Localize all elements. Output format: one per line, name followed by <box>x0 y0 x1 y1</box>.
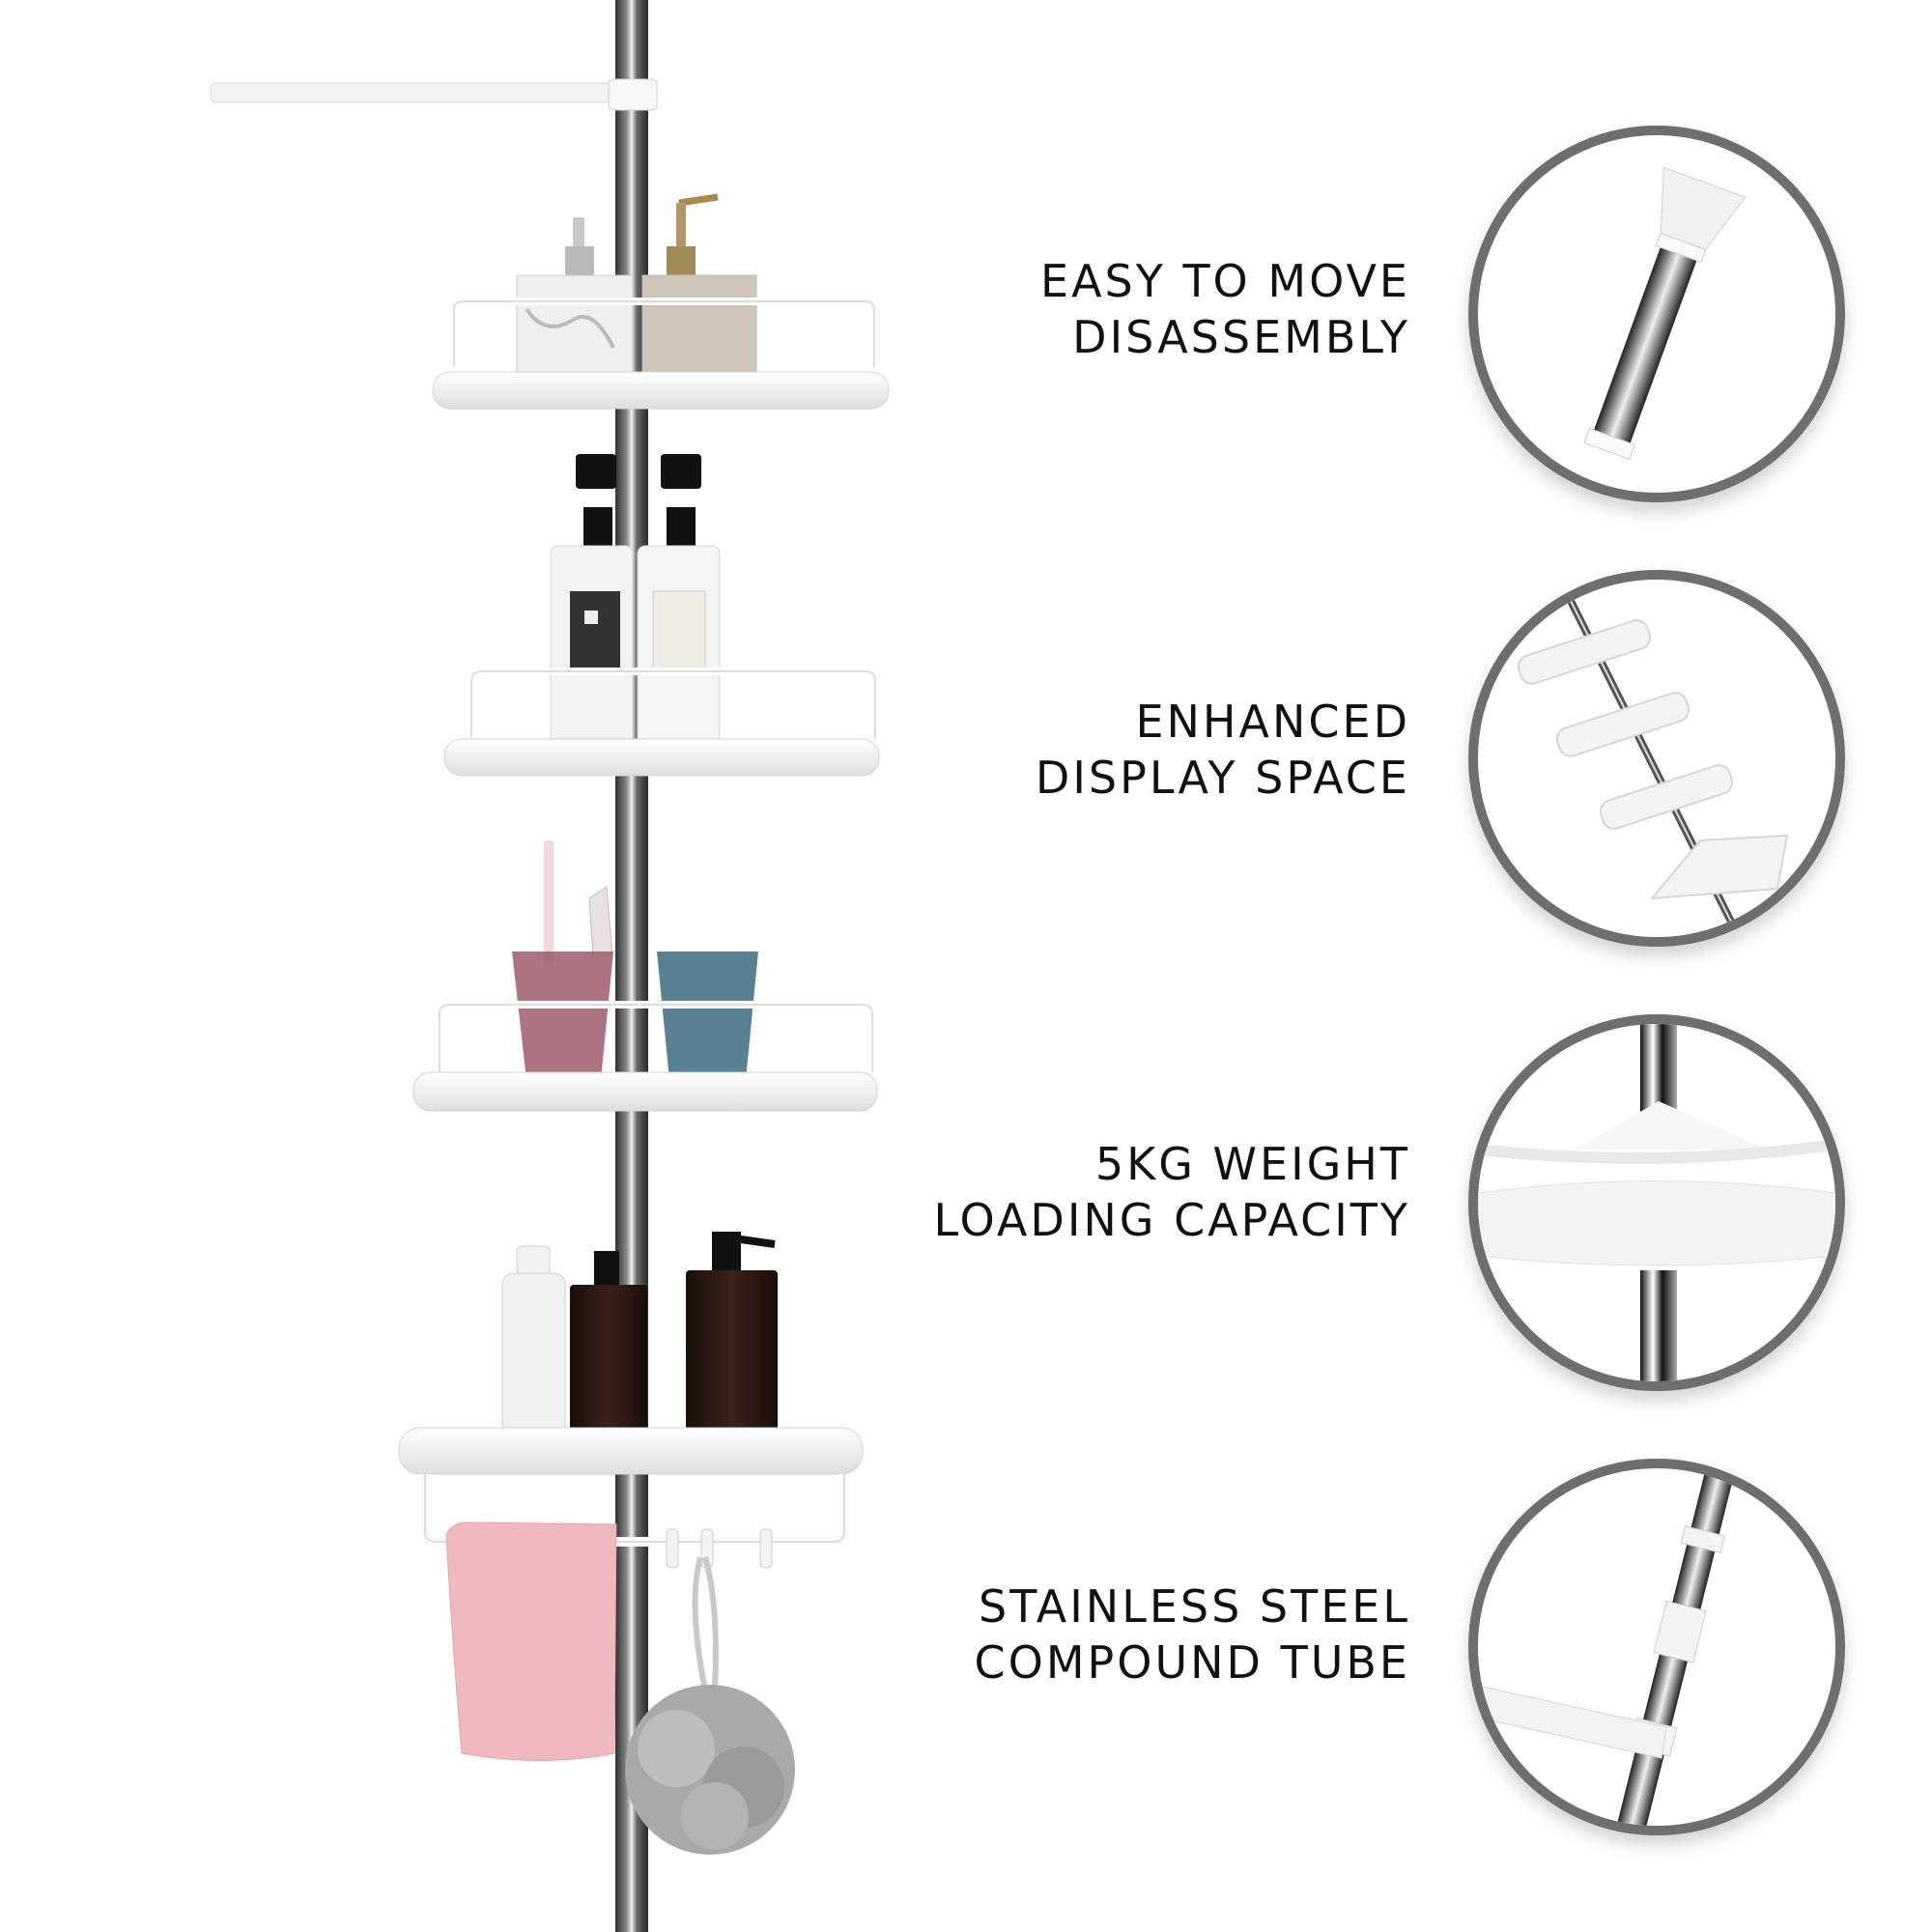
feature-line: DISPLAY SPACE <box>1035 752 1410 804</box>
detail-circle-weight-capacity <box>1468 1014 1845 1391</box>
top-towel-arm <box>210 78 658 111</box>
stacked-shelves-icon <box>1517 597 1789 929</box>
gray-loofah <box>625 1556 795 1855</box>
feature-line: STAINLESS STEEL <box>979 1580 1410 1633</box>
feature-label-easy-to-move: EASY TO MOVE DISASSEMBLY <box>1040 253 1410 365</box>
telescopic-tube-icon <box>1478 1468 1738 1826</box>
shower-caddy-illustration <box>210 0 890 1932</box>
feature-line: 5KG WEIGHT <box>1094 1138 1410 1190</box>
shelf-closeup-icon <box>1478 1024 1835 1381</box>
feature-line: LOADING CAPACITY <box>933 1194 1410 1246</box>
shelf-3 <box>412 840 878 1112</box>
shelf-4 <box>398 1232 864 1569</box>
detail-circle-display-space <box>1468 570 1845 947</box>
feature-line: EASY TO MOVE <box>1040 255 1410 307</box>
feature-label-weight-capacity: 5KG WEIGHT LOADING CAPACITY <box>934 1136 1410 1248</box>
feature-line: DISASSEMBLY <box>1072 311 1410 363</box>
detail-circle-steel-tube <box>1468 1459 1845 1835</box>
feature-line: COMPOUND TUBE <box>974 1636 1410 1689</box>
pink-towel <box>445 1521 617 1761</box>
shelf-2 <box>443 454 880 777</box>
shelf-1 <box>432 193 890 410</box>
detail-circle-easy-to-move <box>1468 126 1845 502</box>
pole-end-cap-icon <box>1583 166 1747 461</box>
feature-label-display-space: ENHANCED DISPLAY SPACE <box>1036 694 1410 806</box>
feature-line: ENHANCED <box>1135 696 1410 748</box>
feature-label-steel-tube: STAINLESS STEEL COMPOUND TUBE <box>975 1578 1410 1690</box>
